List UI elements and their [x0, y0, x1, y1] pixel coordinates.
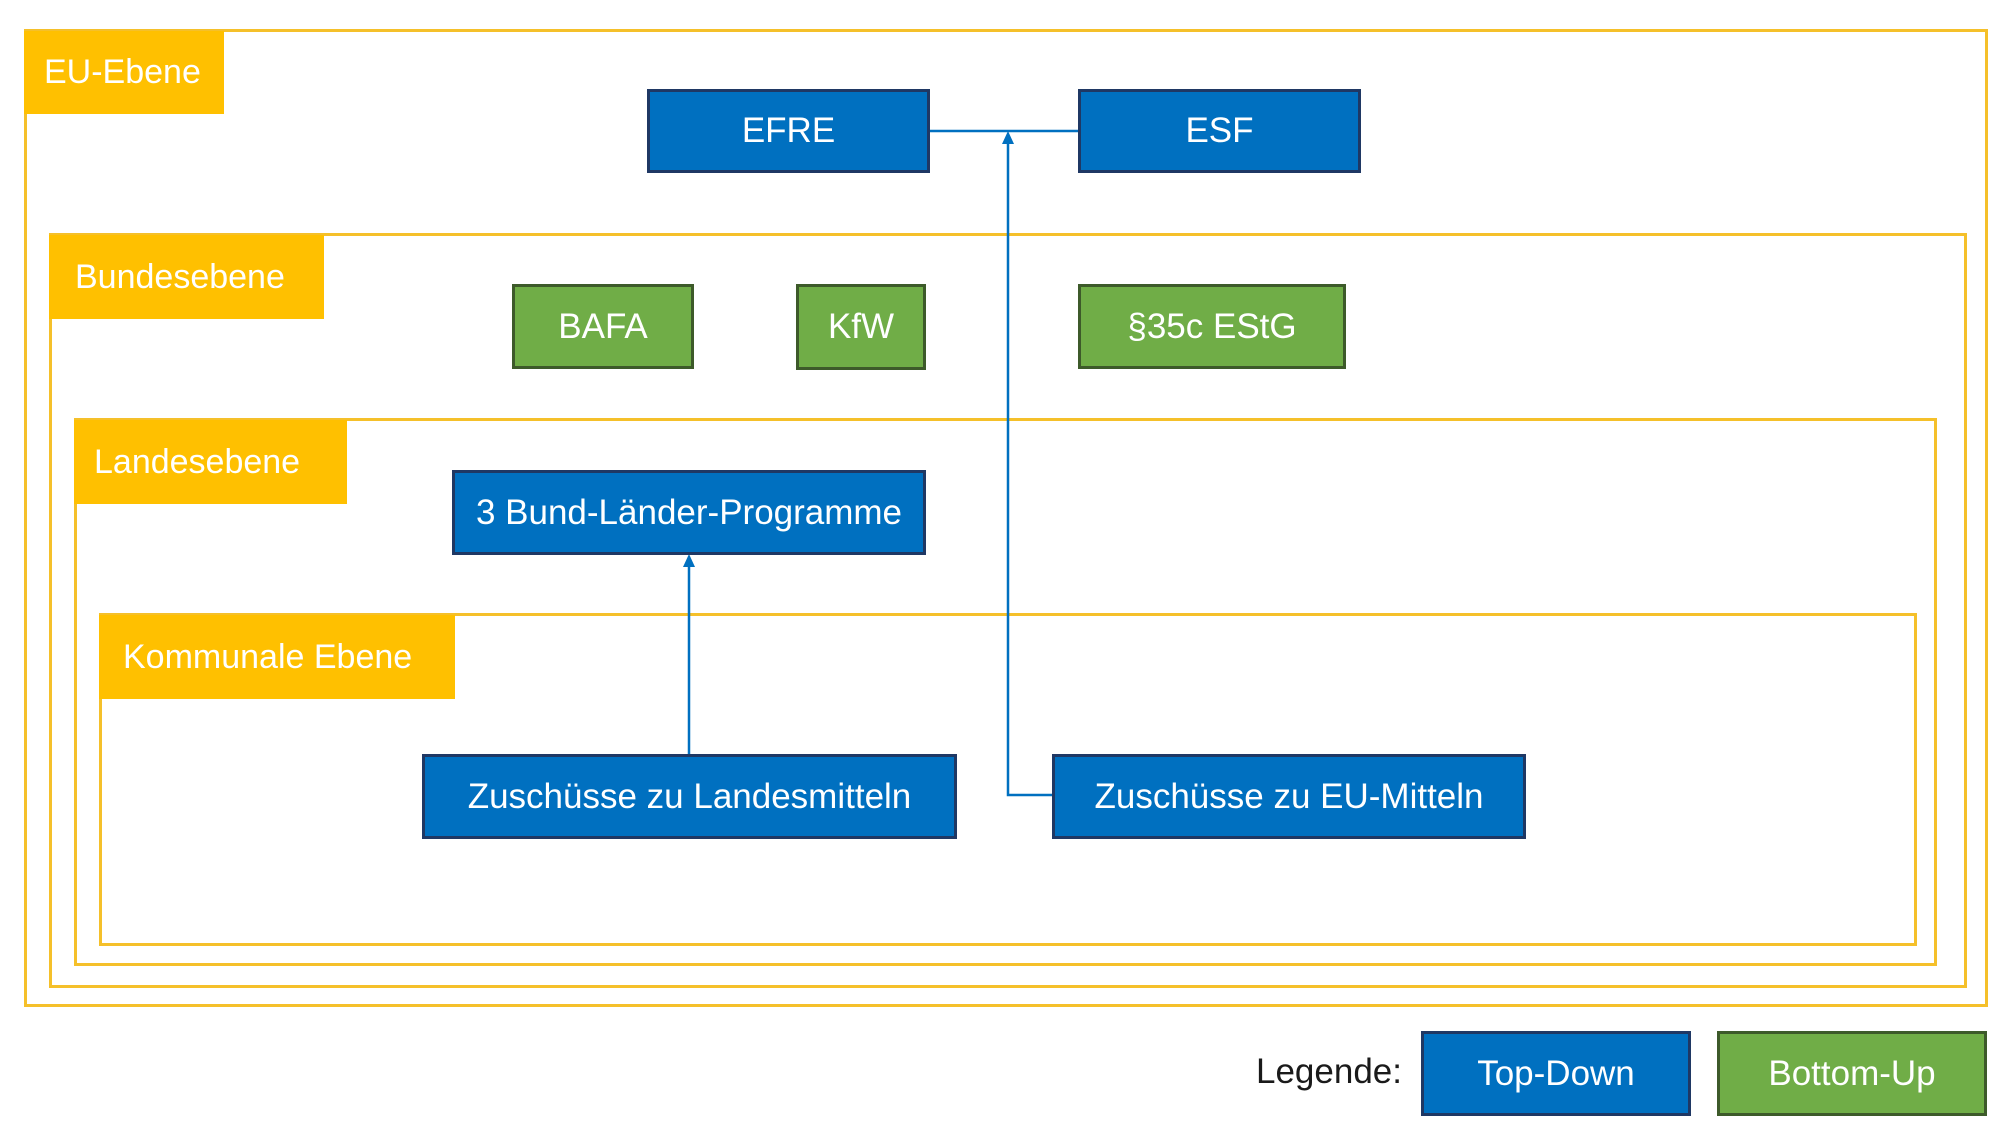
bund-laender-node: 3 Bund-Länder-Programme — [452, 470, 926, 555]
bund-level-label: Bundesebene — [49, 235, 324, 319]
eu-level-label: EU-Ebene — [24, 31, 224, 114]
land-level-label: Landesebene — [74, 420, 347, 504]
bafa-node: BAFA — [512, 284, 694, 369]
kommune-level-label: Kommunale Ebene — [99, 615, 455, 699]
legend-top-down: Top-Down — [1421, 1031, 1691, 1116]
eu-level-frame — [24, 29, 1988, 1007]
kfw-node: KfW — [796, 284, 926, 370]
land-level-frame — [74, 418, 1937, 966]
estg-node: §35c EStG — [1078, 284, 1346, 369]
legend-label: Legende: — [1256, 1052, 1402, 1091]
land-funds-arrowhead — [683, 554, 695, 567]
zuschuesse-eu-node: Zuschüsse zu EU-Mitteln — [1052, 754, 1526, 839]
legend-bottom-up: Bottom-Up — [1717, 1031, 1987, 1116]
eu-funds-arrow — [1006, 138, 1052, 797]
esf-node: ESF — [1078, 89, 1361, 173]
efre-node: EFRE — [647, 89, 930, 173]
zuschuesse-land-node: Zuschüsse zu Landesmitteln — [422, 754, 957, 839]
eu-funds-arrowhead — [1002, 131, 1014, 144]
